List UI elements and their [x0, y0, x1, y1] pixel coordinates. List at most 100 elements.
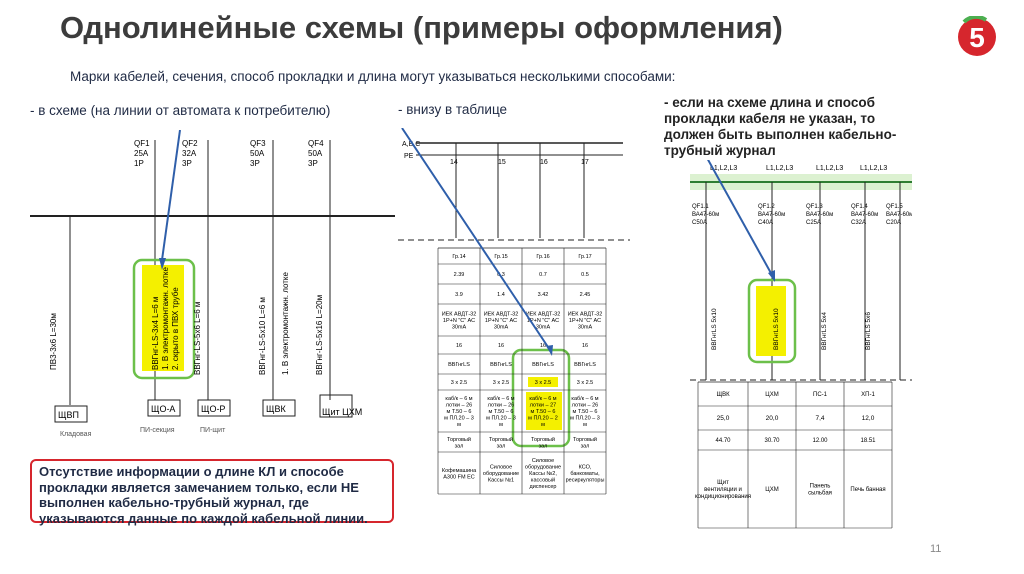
table-cell: каб/к – 6 м	[529, 396, 556, 402]
breaker-qf4: QF4 50A 3P	[308, 139, 331, 216]
highlight-fill	[142, 265, 184, 371]
table-cell: диспенсер	[530, 484, 557, 490]
breaker-qf2: QF2 32A 3P	[182, 139, 209, 216]
table-cell: банкоматы,	[570, 471, 600, 477]
consumer-name: Щит ЦХМ	[322, 407, 362, 417]
table-cell: А300 FM EC	[443, 474, 475, 480]
table-cell: 3 x 2.5	[535, 380, 552, 386]
method-table: - внизу в таблице	[398, 102, 508, 117]
table-cell: м Т.50 – 6	[573, 409, 598, 415]
brand-logo: 5	[958, 16, 996, 56]
breaker-name: QF1.2	[758, 204, 775, 210]
table-cell: каб/к – 6 м	[571, 396, 598, 402]
group-numbers: 14 15 16 17	[450, 159, 589, 166]
table-cell: ИЕК АВДТ-32	[526, 312, 561, 318]
table-cell: 12.00	[812, 438, 828, 444]
table-cell: 16	[498, 343, 504, 349]
table-cell: 3 x 2.5	[451, 380, 468, 386]
table-cell: 3 x 2.5	[577, 380, 594, 386]
table-cell: Печь банная	[850, 487, 885, 493]
route-label: 1. В электромонтажн. лотке	[281, 271, 290, 375]
highlight-fill	[526, 392, 562, 430]
table-cell: Щит	[717, 480, 729, 486]
bus-label: PE	[404, 153, 414, 160]
consumer-name: ЩО-Р	[201, 404, 225, 414]
table-cell: Силовое	[532, 458, 554, 464]
table-cell: 20,0	[766, 415, 779, 422]
breaker-name: QF2	[182, 139, 198, 148]
table-cell: зал	[539, 443, 548, 449]
groups-table: Гр.14Гр.15Гр.16Гр.172.390.30.70.53.91.43…	[437, 247, 607, 495]
breaker-name: QF1.3	[806, 204, 823, 210]
breaker-rating: C25A	[806, 220, 821, 226]
table-cell: м ПЛ.20 – 2	[528, 416, 558, 422]
table-cell: лотки – 27	[530, 403, 556, 409]
pointer-arrow-head	[546, 345, 553, 356]
svg-text:L1,L2,L3: L1,L2,L3	[766, 165, 793, 172]
table-cell: оборудование	[525, 465, 561, 471]
svg-text:ПИ-щит: ПИ-щит	[200, 427, 226, 434]
bus-label: A,B,C	[402, 141, 420, 148]
method-scheme: - в схеме (на линии от автомата к потреб…	[30, 103, 331, 118]
table-cell: м	[457, 422, 461, 428]
bus-labels: L1,L2,L3 L1,L2,L3 L1,L2,L3 L1,L2,L3	[710, 165, 887, 172]
table-cell: вентиляции и	[704, 487, 742, 493]
svg-text:L1,L2,L3: L1,L2,L3	[710, 165, 737, 172]
table-cell: 30mA	[494, 325, 509, 331]
table-cell: м	[499, 422, 503, 428]
table-cell: Гр.14	[452, 254, 465, 260]
table-cell: Гр.17	[578, 254, 591, 260]
page-number: 11	[930, 543, 942, 555]
table-cell: 44.70	[715, 438, 731, 444]
table-cell: 1P+N "C" AC	[443, 318, 475, 324]
breaker-qf1: QF1 25A 1P	[134, 139, 156, 216]
table-cell: м Т.50 – 6	[531, 409, 556, 415]
table-cell: ВВГнгLS	[490, 362, 512, 368]
table-cell: Гр.15	[494, 254, 507, 260]
table-cell: зал	[581, 443, 590, 449]
method-journal: - если на схеме длина и способ прокладки…	[664, 95, 897, 158]
cable-label: ВВГнг-LS-5х10 L=6 м	[258, 297, 267, 375]
svg-text:ПИ-секция: ПИ-секция	[140, 427, 175, 434]
bottom-labels: Кладовая ПИ-секция ПИ-щит	[60, 427, 226, 438]
page-title: Однолинейные схемы (примеры оформления)	[60, 10, 783, 45]
svg-text:L1,L2,L3: L1,L2,L3	[816, 165, 843, 172]
table-cell: КСО,	[579, 465, 592, 471]
table-cell: ИЕК АВДТ-32	[442, 312, 477, 318]
breaker-rating: C20A	[886, 220, 901, 226]
breaker-rating: 25A	[134, 149, 149, 158]
table-cell: Кассы №1	[488, 478, 514, 484]
breaker-rating: 32A	[182, 149, 197, 158]
breaker-rating: C32A	[851, 220, 866, 226]
svg-text:17: 17	[581, 159, 589, 166]
table-cell: 7,4	[815, 415, 824, 422]
table-cell: 2.45	[580, 292, 591, 298]
logo-leaf	[962, 16, 988, 24]
table-cell: 2.39	[454, 272, 465, 278]
table-cell: зал	[497, 443, 506, 449]
table-cell: 25,0	[717, 415, 730, 422]
breaker-model: ВА47-60м	[692, 212, 719, 218]
table-cell: 1P+N "C" AC	[527, 318, 559, 324]
svg-text:16: 16	[540, 159, 548, 166]
table-cell: 0.7	[539, 272, 547, 278]
breaker-poles: 3P	[182, 159, 192, 168]
table-cell: м	[541, 422, 545, 428]
table-cell: 16	[540, 343, 546, 349]
table-cell: Силовое	[490, 465, 512, 471]
route-label: 1. В электромонтажн. лотке	[161, 266, 170, 370]
table-cell: м ПЛ.20 – 3	[444, 416, 474, 422]
table-cell: 16	[582, 343, 588, 349]
table-cell: 3 x 2.5	[493, 380, 510, 386]
table-cell: ВВГнгLS	[574, 362, 596, 368]
consumer-name: ЩВП	[58, 410, 79, 420]
table-cell: ВВГнгLS	[532, 362, 554, 368]
highlight-frame	[747, 278, 797, 364]
table-cell: ЩВК	[716, 392, 730, 398]
pointer-arrow-head	[159, 258, 166, 270]
highlight-fill	[528, 377, 558, 387]
table-cell: м Т.50 – 6	[447, 409, 472, 415]
table-cell: 1P+N "C" AC	[485, 318, 517, 324]
